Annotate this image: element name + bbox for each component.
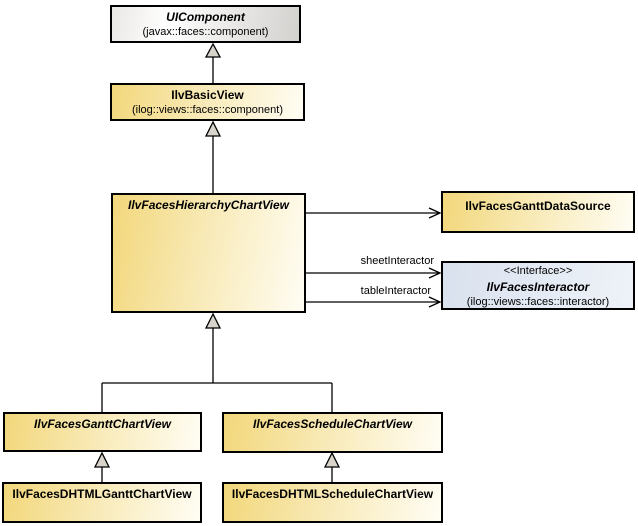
class-box-ilvfacesganttchartview[interactable]: IlvFacesGanttChartView [3,412,202,452]
stereotype-label: <<Interface>> [503,265,573,277]
class-package-label: (javax::faces::component) [142,26,269,38]
generalization-chartviews-to-hierarchy [101,312,333,412]
generalization-basicview-to-uicomponent [204,42,222,83]
association-hierarchy-to-ganttdatasource [304,207,442,219]
class-name-label: IlvFacesDHTMLGanttChartView [12,487,192,501]
generalization-dhtmlgantt-to-ganttview [93,451,111,482]
class-name-label: IlvFacesGanttChartView [34,417,171,431]
class-box-ilvfacesganttdatasource[interactable]: IlvFacesGanttDataSource [441,191,635,233]
class-box-ilvbasicview[interactable]: IlvBasicView (ilog::views::faces::compon… [110,83,305,121]
class-box-uicomponent[interactable]: UIComponent (javax::faces::component) [110,5,301,43]
generalization-hierarchy-to-basicview [204,120,222,193]
class-box-ilvfacesschedulechartview[interactable]: IlvFacesScheduleChartView [222,412,443,453]
class-box-ilvfacesdhtmlschedulechartview[interactable]: IlvFacesDHTMLScheduleChartView [222,482,443,523]
class-name-label: IlvFacesHierarchyChartView [128,198,289,212]
association-sheetinteractor [304,267,442,279]
class-box-ilvfacesinteractor[interactable]: <<Interface>> IlvFacesInteractor (ilog::… [441,261,635,310]
association-tableinteractor [304,296,442,308]
class-box-ilvfacesdhtmlganttchartview[interactable]: IlvFacesDHTMLGanttChartView [2,482,202,523]
class-box-ilvfaceshierarchychartview[interactable]: IlvFacesHierarchyChartView [111,193,306,313]
class-name-label: IlvFacesScheduleChartView [253,417,412,431]
association-label-sheetinteractor: sheetInteractor [360,255,434,267]
class-package-label: (ilog::views::faces::component) [131,104,283,116]
class-name-label: IlvBasicView [171,88,244,102]
association-label-tableinteractor: tableInteractor [360,285,431,297]
class-name-label: IlvFacesDHTMLScheduleChartView [231,487,434,501]
class-name-label: UIComponent [166,10,245,24]
class-package-label: (ilog::views::faces::interactor) [466,296,610,308]
class-name-label: IlvFacesGanttDataSource [465,199,611,213]
class-name-label: IlvFacesInteractor [486,280,590,294]
generalization-dhtmlschedule-to-scheduleview [323,451,341,482]
